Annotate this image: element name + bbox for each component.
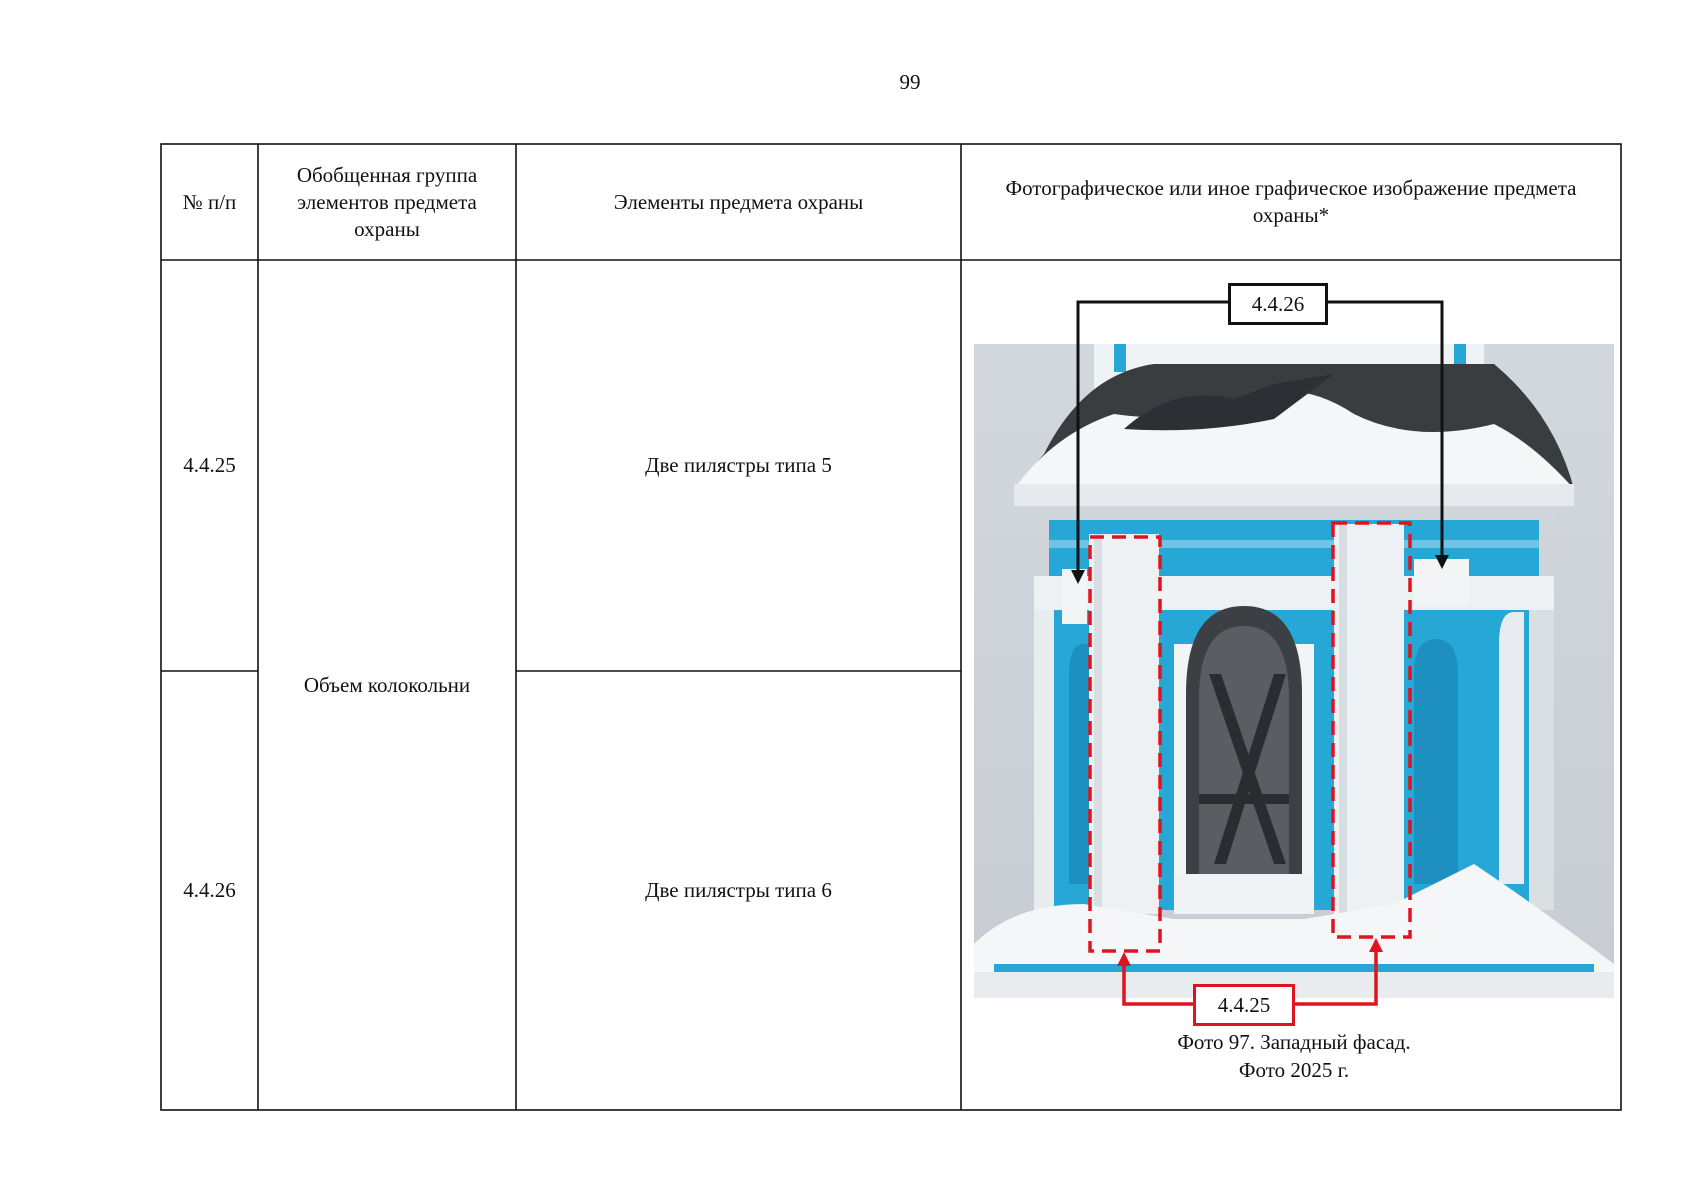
pilaster-frame-right [1331,521,1412,939]
row-1-num: 4.4.25 [183,453,236,477]
arrow-up-left-icon [1117,952,1131,966]
bell-tower-photo [974,344,1614,998]
group-value: Объем колокольни [303,672,471,697]
callout-4-4-25-lines [1122,948,1378,1006]
arrow-down-left-icon [1071,570,1085,584]
row-2-element: Две пилястры типа 6 [645,878,832,902]
pilaster-frame-left [1088,535,1162,953]
header-num: № п/п [182,189,237,214]
caption-line-2: Фото 2025 г. [1238,1058,1350,1082]
callout-4-4-26-lines [1076,300,1444,575]
callout-label-bottom: 4.4.25 [1193,984,1295,1026]
row-1-element: Две пилястры типа 5 [645,453,832,477]
arrow-down-right-icon [1435,555,1449,569]
caption-line-1: Фото 97. Западный фасад. [1177,1030,1411,1054]
arrow-up-right-icon [1369,938,1383,952]
header-group: Обобщенная группа элементов предмета охр… [296,162,478,241]
header-elements: Элементы предмета охраны [613,189,864,214]
bell-tower-illustration [974,344,1614,998]
page-number: 99 [899,70,921,94]
header-image: Фотографическое или иное графическое изо… [1005,176,1577,227]
row-2-num: 4.4.26 [183,878,236,902]
callout-label-top: 4.4.26 [1228,283,1328,325]
figure-caption: Фото 97. Западный фасад. Фото 2025 г. [961,1028,1627,1084]
